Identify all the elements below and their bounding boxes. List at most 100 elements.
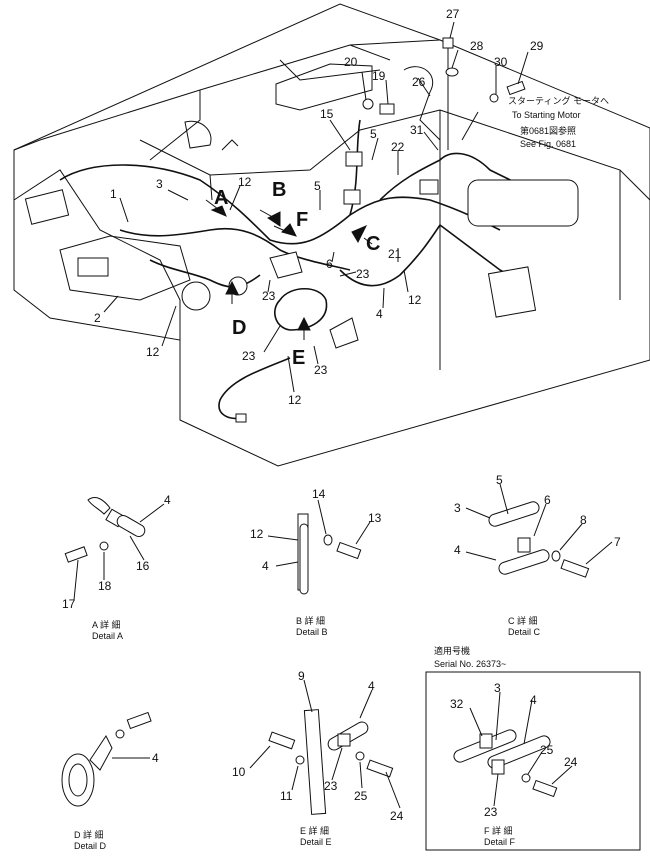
detail-e-bolt-left — [268, 731, 296, 750]
detail-c-caption-jp: C 詳 細 — [508, 615, 538, 626]
detail-a-callout-18: 18 — [98, 579, 112, 593]
relay-15 — [345, 151, 363, 167]
detail-c-washer — [551, 550, 561, 562]
detail-f-washer — [521, 773, 531, 783]
detail-d-callout-4: 4 — [152, 751, 159, 765]
detail-c-callout-7: 7 — [614, 535, 621, 549]
detail-a-callout-16: 16 — [136, 559, 150, 573]
detail-d-horn — [61, 753, 95, 807]
detail-e-callout-25: 25 — [354, 789, 368, 803]
callout-23-center: 23 — [262, 289, 276, 303]
washer-28 — [445, 67, 459, 77]
detail-b-bolt — [336, 541, 362, 560]
detail-c: 5 6 8 7 3 4 C 詳 細 Detail C — [454, 473, 621, 637]
starting-motor — [467, 179, 579, 227]
main-harness — [59, 164, 501, 245]
callout-30: 30 — [494, 55, 508, 69]
controller-box — [487, 266, 537, 318]
note-starting-en: To Starting Motor — [512, 110, 581, 120]
harness-branch-3 — [339, 224, 441, 287]
arrow-label-e: E — [292, 347, 305, 369]
callout-3: 3 — [156, 177, 163, 191]
callout-21: 21 — [388, 247, 402, 261]
bracket-22 — [419, 179, 439, 195]
detail-b-wire — [299, 523, 309, 595]
callout-23-lower: 23 — [242, 349, 256, 363]
detail-c-callout-3: 3 — [454, 501, 461, 515]
detail-b-callout-13: 13 — [368, 511, 382, 525]
detail-e-washer-left — [295, 755, 305, 765]
detail-e-bolt-right — [366, 759, 394, 778]
callout-27: 27 — [446, 7, 460, 21]
arrow-label-c: C — [366, 233, 380, 255]
detail-b-callout-12: 12 — [250, 527, 264, 541]
detail-f-callout-24: 24 — [564, 755, 578, 769]
mirror-e — [329, 317, 359, 349]
detail-a-bolt — [64, 546, 88, 563]
detail-f-clamp-32 — [479, 733, 493, 749]
washer-30 — [489, 93, 499, 103]
callout-19: 19 — [372, 69, 386, 83]
callout-12-top: 12 — [238, 175, 252, 189]
detail-a: 4 16 17 18 A 詳 細 Detail A — [62, 493, 171, 641]
arrow-label-d: D — [232, 317, 246, 339]
bracket-23a — [269, 251, 303, 279]
detail-e-callout-4: 4 — [368, 679, 375, 693]
detail-a-bracket — [87, 497, 111, 515]
detail-d-bolt — [126, 711, 152, 730]
detail-f-callout-32: 32 — [450, 697, 464, 711]
detail-b: 14 13 12 4 B 詳 細 Detail B — [250, 487, 382, 637]
callout-20: 20 — [344, 55, 358, 69]
detail-c-wire-upper — [488, 501, 540, 527]
harness-branch-4 — [349, 119, 441, 216]
detail-a-caption-jp: A 詳 細 — [92, 619, 121, 630]
detail-b-caption-en: Detail B — [296, 627, 328, 637]
detail-e-caption-jp: E 詳 細 — [300, 825, 329, 836]
callout-23-right: 23 — [356, 267, 370, 281]
callout-22: 22 — [391, 140, 405, 154]
arrow-b — [259, 209, 281, 227]
arrow-e — [297, 316, 311, 340]
main-assembly: 27 28 29 30 20 19 26 15 31 5 22 1 3 12 5… — [13, 3, 650, 467]
detail-c-wire-lower — [498, 549, 550, 575]
clamp-26 — [403, 66, 441, 141]
detail-f-frame — [425, 671, 641, 851]
detail-d-caption-jp: D 詳 細 — [74, 829, 104, 840]
detail-b-washer — [323, 534, 333, 546]
detail-a-callout-4: 4 — [164, 493, 171, 507]
callout-6: 6 — [326, 257, 333, 271]
arrow-f — [273, 223, 297, 237]
detail-c-callout-5: 5 — [496, 473, 503, 487]
detail-d-washer — [115, 729, 125, 739]
detail-f-serial: Serial No. 26373~ — [434, 659, 506, 669]
detail-f-callout-3: 3 — [494, 681, 501, 695]
callout-1: 1 — [110, 187, 117, 201]
detail-b-caption-jp: B 詳 細 — [296, 615, 325, 626]
detail-f-clamp-23 — [491, 759, 505, 775]
detail-d: 4 D 詳 細 Detail D — [61, 711, 159, 851]
arrow-c — [351, 225, 373, 245]
inner-box — [59, 235, 191, 301]
detail-e-callout-10: 10 — [232, 765, 246, 779]
callout-28: 28 — [470, 39, 484, 53]
detail-f-caption-en: Detail F — [484, 837, 516, 847]
callout-23-e: 23 — [314, 363, 328, 377]
fan-housing — [184, 120, 212, 149]
detail-c-caption-en: Detail C — [508, 627, 541, 637]
detail-c-callout-4: 4 — [454, 543, 461, 557]
lamp-cable — [218, 357, 291, 420]
detail-a-caption-en: Detail A — [92, 631, 123, 641]
detail-e-callout-24: 24 — [390, 809, 404, 823]
callout-12-left: 12 — [146, 345, 160, 359]
leaders-main — [103, 21, 529, 393]
detail-d-caption-en: Detail D — [74, 841, 107, 851]
detail-f-caption-jp: F 詳 細 — [484, 825, 513, 836]
detail-c-callout-6: 6 — [544, 493, 551, 507]
arrow-a — [205, 199, 227, 217]
callout-15: 15 — [320, 107, 334, 121]
body-outline — [13, 3, 650, 467]
battery-box — [24, 189, 70, 225]
bolt-27 — [442, 37, 454, 150]
relay-15b — [343, 189, 361, 205]
detail-e-washer-right — [355, 751, 365, 761]
